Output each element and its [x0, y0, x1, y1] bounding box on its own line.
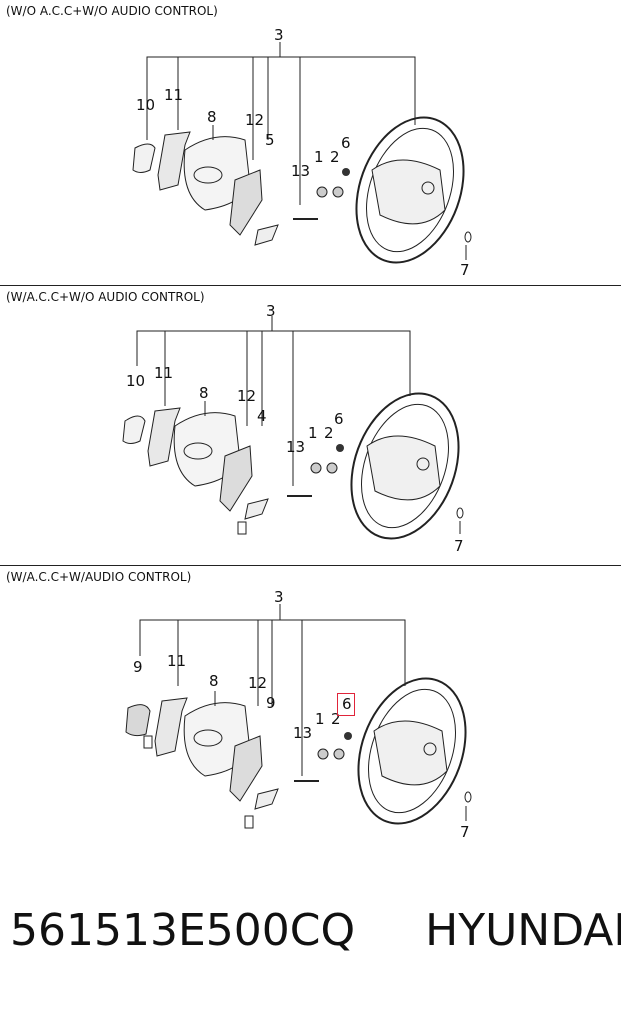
callout-6: 6: [341, 134, 351, 152]
callout-7: 7: [454, 537, 464, 555]
callout-11: 11: [154, 364, 173, 382]
callout-4: 4: [257, 407, 267, 425]
diagram-panel-1: (W/O A.C.C+W/O AUDIO CONTROL) 3 10 11 8 …: [0, 0, 621, 285]
callout-9: 9: [133, 658, 143, 676]
highlight-box: [337, 693, 355, 716]
panel-title: (W/O A.C.C+W/O AUDIO CONTROL): [6, 4, 218, 18]
exploded-view-diagram: 3 9 11 8 12 9 13 1 2 6 7: [125, 588, 472, 841]
callout-7: 7: [460, 823, 470, 841]
callout-10: 10: [136, 96, 155, 114]
callout-13: 13: [291, 162, 310, 180]
callout-1: 1: [314, 148, 324, 166]
callout-2: 2: [324, 424, 334, 442]
callout-12: 12: [245, 111, 264, 129]
brand-name: HYUNDAI: [425, 905, 621, 956]
callout-8: 8: [199, 384, 209, 402]
callout-3: 3: [274, 26, 284, 44]
callout-3: 3: [266, 302, 276, 320]
panel-title: (W/A.C.C+W/O AUDIO CONTROL): [6, 290, 205, 304]
callout-6: 6: [334, 410, 344, 428]
callout-1: 1: [308, 424, 318, 442]
panel-divider: [0, 285, 621, 286]
diagram-panel-2: (W/A.C.C+W/O AUDIO CONTROL) 3 10 11 8 12…: [0, 286, 621, 565]
callout-2: 2: [331, 710, 341, 728]
callout-2: 2: [330, 148, 340, 166]
callout-8: 8: [207, 108, 217, 126]
part-caption: 561513E500CQ HYUNDAI: [10, 905, 621, 956]
callout-3: 3: [274, 588, 284, 606]
callout-13: 13: [286, 438, 305, 456]
callout-7: 7: [460, 261, 470, 279]
diagram-panel-3: (W/A.C.C+W/AUDIO CONTROL) 3 9 11 8 12 9 …: [0, 566, 621, 866]
panel-divider: [0, 565, 621, 566]
callout-9: 9: [266, 694, 276, 712]
callout-5: 5: [265, 131, 275, 149]
callout-11: 11: [164, 86, 183, 104]
callout-1: 1: [315, 710, 325, 728]
callout-13: 13: [293, 724, 312, 742]
callout-10: 10: [126, 372, 145, 390]
exploded-view-diagram: 3 10 11 8 12 4 13 1 2 6 7: [122, 302, 464, 555]
callout-12: 12: [248, 674, 267, 692]
panel-title: (W/A.C.C+W/AUDIO CONTROL): [6, 570, 192, 584]
callout-11: 11: [167, 652, 186, 670]
exploded-view-diagram: 3 10 11 8 12 5 13 1 2 6 7: [132, 26, 472, 279]
part-number: 561513E500CQ: [10, 905, 356, 956]
callout-12: 12: [237, 387, 256, 405]
callout-8: 8: [209, 672, 219, 690]
callout-6: 6: [342, 695, 352, 713]
